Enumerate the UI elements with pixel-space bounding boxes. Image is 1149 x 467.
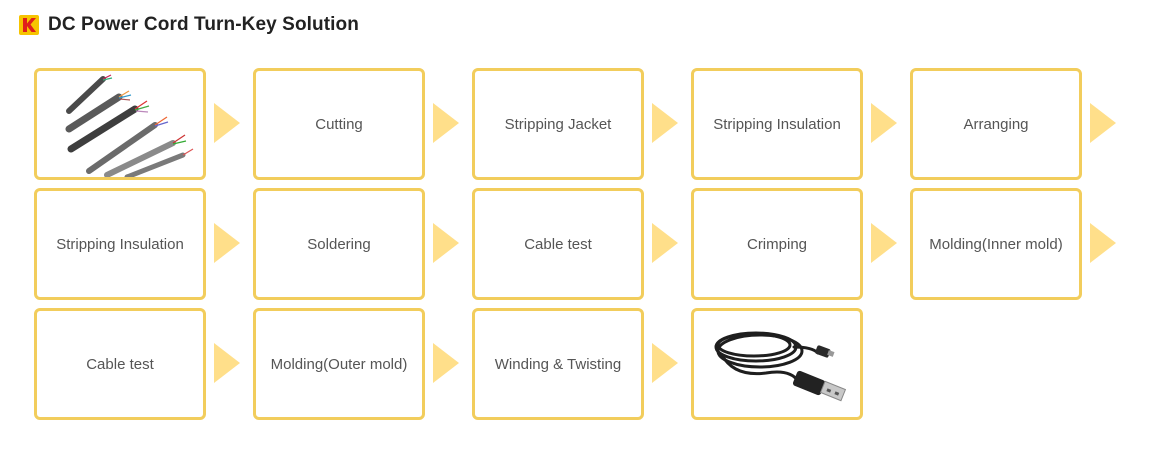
flow-arrow-icon bbox=[214, 343, 240, 383]
flow-arrow-icon bbox=[871, 223, 897, 263]
process-step-cutting: Cutting bbox=[253, 68, 425, 180]
flow-arrow-icon bbox=[433, 103, 459, 143]
process-step-cable-test: Cable test bbox=[34, 308, 206, 420]
step-label: Stripping Insulation bbox=[713, 115, 841, 133]
flow-arrow-icon bbox=[652, 343, 678, 383]
page-header: DC Power Cord Turn-Key Solution bbox=[19, 14, 359, 36]
step-label: Winding & Twisting bbox=[494, 355, 622, 373]
step-label: Arranging bbox=[963, 115, 1029, 133]
step-label: Molding(Inner mold) bbox=[929, 235, 1063, 253]
flow-arrow-icon bbox=[433, 343, 459, 383]
step-label: Crimping bbox=[746, 235, 807, 253]
flow-arrow-icon bbox=[214, 103, 240, 143]
step-label: Cable test bbox=[86, 355, 154, 373]
process-step-stripping-jacket: Stripping Jacket bbox=[472, 68, 644, 180]
process-step-soldering: Soldering bbox=[253, 188, 425, 300]
step-label: Soldering bbox=[307, 235, 371, 253]
flow-arrow-icon bbox=[871, 103, 897, 143]
process-step-cable-test: Cable test bbox=[472, 188, 644, 300]
step-label: Cable test bbox=[524, 235, 592, 253]
process-step-winding-twisting: Winding & Twisting bbox=[472, 308, 644, 420]
process-step-crimping: Crimping bbox=[691, 188, 863, 300]
process-step-raw-cables bbox=[34, 68, 206, 180]
step-label: Stripping Insulation bbox=[56, 235, 184, 253]
process-step-arranging: Arranging bbox=[910, 68, 1082, 180]
process-step-stripping-insulation: Stripping Insulation bbox=[691, 68, 863, 180]
process-step-finished-cable bbox=[691, 308, 863, 420]
process-step-inner-molding: Molding(Inner mold) bbox=[910, 188, 1082, 300]
page-title: DC Power Cord Turn-Key Solution bbox=[48, 14, 359, 35]
process-step-outer-molding: Molding(Outer mold) bbox=[253, 308, 425, 420]
process-step-stripping-insulation: Stripping Insulation bbox=[34, 188, 206, 300]
step-label: Stripping Jacket bbox=[504, 115, 612, 133]
raw-cables-image bbox=[65, 74, 194, 177]
step-label: Molding(Outer mold) bbox=[270, 355, 408, 373]
flow-arrow-icon bbox=[1090, 103, 1116, 143]
flow-arrow-icon bbox=[1090, 223, 1116, 263]
brand-logo-icon bbox=[19, 15, 39, 35]
step-label: Cutting bbox=[315, 115, 363, 133]
flow-arrow-icon bbox=[652, 223, 678, 263]
finished-usb-cable-image bbox=[714, 331, 847, 402]
flow-arrow-icon bbox=[433, 223, 459, 263]
flow-arrow-icon bbox=[652, 103, 678, 143]
flow-arrow-icon bbox=[214, 223, 240, 263]
